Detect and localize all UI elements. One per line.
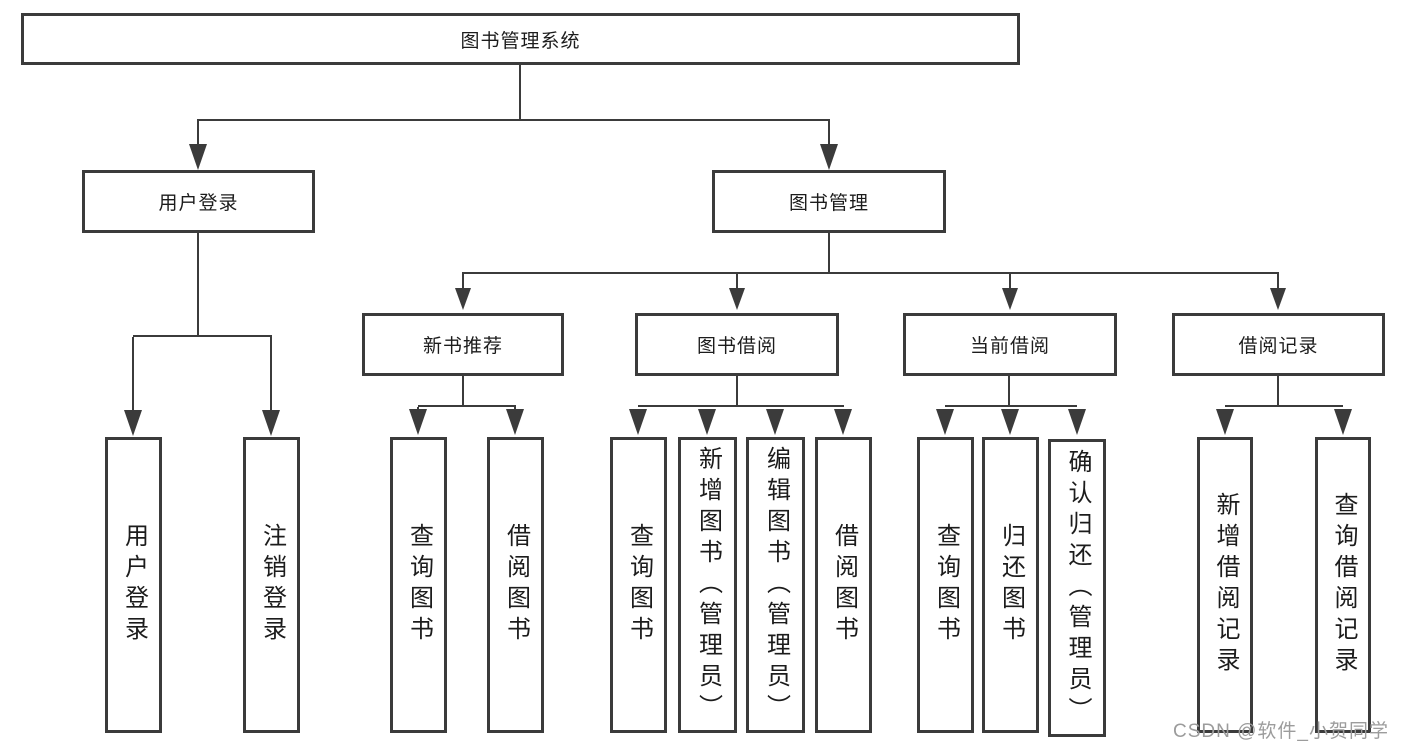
node-borrow-record: 借阅记录 xyxy=(1172,313,1385,376)
leaf-nbr-query: 查询图书 xyxy=(390,437,447,733)
arrowhead-record-icon xyxy=(1270,288,1286,310)
connector-record-branch xyxy=(1225,405,1343,407)
leaf-rec-query: 查询借阅记录 xyxy=(1315,437,1371,733)
connector-root-stem xyxy=(519,65,521,120)
leaf-rec-add: 新增借阅记录 xyxy=(1197,437,1253,733)
arrowhead-cb2-icon xyxy=(1068,409,1086,435)
node-borrow-record-label: 借阅记录 xyxy=(1238,336,1319,357)
arrowhead-newbook-icon xyxy=(455,288,471,310)
arrowhead-rec1-icon xyxy=(1334,409,1352,435)
connector-root-branch xyxy=(197,119,830,121)
node-current-borrow: 当前借阅 xyxy=(903,313,1117,376)
connector-leaf-login-drop xyxy=(132,337,134,412)
node-book-mgmt-label: 图书管理 xyxy=(788,193,869,214)
watermark: CSDN @软件_小贺同学 xyxy=(1173,721,1389,742)
arrowhead-borrow-icon xyxy=(729,288,745,310)
leaf-cb-confirm: 确认归还（管理员） xyxy=(1048,439,1106,737)
node-book-borrow: 图书借阅 xyxy=(635,313,839,376)
connector-newbook-drop xyxy=(462,274,464,290)
node-user-login-label: 用户登录 xyxy=(158,193,239,214)
leaf-cb-query-label: 查询图书 xyxy=(932,523,960,647)
leaf-login: 用户登录 xyxy=(105,437,162,733)
arrowhead-leaf-logout-icon xyxy=(262,410,280,436)
arrowhead-book-mgmt-icon xyxy=(820,144,838,170)
connector-borrow-branch xyxy=(638,405,844,407)
connector-current-branch xyxy=(945,405,1077,407)
connector-mgmt-stem xyxy=(828,233,830,273)
connector-book-mgmt-drop xyxy=(828,121,830,147)
leaf-logout-label: 注销登录 xyxy=(258,523,286,647)
leaf-bb-add: 新增图书（管理员） xyxy=(678,437,737,733)
arrowhead-nb1-icon xyxy=(506,409,524,435)
leaf-rec-add-label: 新增借阅记录 xyxy=(1212,492,1239,678)
arrowhead-bb1-icon xyxy=(698,409,716,435)
leaf-bb-add-label: 新增图书（管理员） xyxy=(694,445,722,725)
arrowhead-rec0-icon xyxy=(1216,409,1234,435)
node-newbook-rec: 新书推荐 xyxy=(362,313,564,376)
connector-leaf-logout-drop xyxy=(270,337,272,412)
connector-borrow-drop xyxy=(736,274,738,290)
node-newbook-rec-label: 新书推荐 xyxy=(422,336,503,357)
arrowhead-cb0-icon xyxy=(936,409,954,435)
leaf-bb-query: 查询图书 xyxy=(610,437,667,733)
leaf-rec-query-label: 查询借阅记录 xyxy=(1330,492,1357,678)
arrowhead-bb2-icon xyxy=(766,409,784,435)
connector-newbook-stem xyxy=(462,376,464,406)
arrowhead-bb3-icon xyxy=(834,409,852,435)
arrowhead-leaf-login-icon xyxy=(124,410,142,436)
connector-user-branch xyxy=(133,335,272,337)
connector-record-stem xyxy=(1277,376,1279,406)
leaf-cb-return: 归还图书 xyxy=(982,437,1039,733)
leaf-bb-borrow-label: 借阅图书 xyxy=(830,523,858,647)
node-book-mgmt: 图书管理 xyxy=(712,170,946,233)
leaf-bb-edit-label: 编辑图书（管理员） xyxy=(762,445,790,725)
connector-user-login-drop xyxy=(197,121,199,147)
connector-current-stem xyxy=(1008,376,1010,406)
node-user-login: 用户登录 xyxy=(82,170,315,233)
arrowhead-cb1-icon xyxy=(1001,409,1019,435)
node-book-borrow-label: 图书借阅 xyxy=(696,336,777,357)
arrowhead-user-login-icon xyxy=(189,144,207,170)
leaf-login-label: 用户登录 xyxy=(120,523,148,647)
connector-newbook-branch xyxy=(418,405,516,407)
connector-current-drop xyxy=(1009,274,1011,290)
leaf-bb-borrow: 借阅图书 xyxy=(815,437,872,733)
leaf-nbr-borrow-label: 借阅图书 xyxy=(502,523,530,647)
leaf-nbr-borrow: 借阅图书 xyxy=(487,437,544,733)
arrowhead-nb0-icon xyxy=(409,409,427,435)
connector-mgmt-branch xyxy=(462,272,1279,274)
leaf-cb-query: 查询图书 xyxy=(917,437,974,733)
leaf-logout: 注销登录 xyxy=(243,437,300,733)
leaf-bb-query-label: 查询图书 xyxy=(625,523,653,647)
connector-user-stem xyxy=(197,233,199,336)
arrowhead-bb0-icon xyxy=(629,409,647,435)
node-root: 图书管理系统 xyxy=(21,13,1020,65)
connector-borrow-stem xyxy=(736,376,738,406)
node-root-label: 图书管理系统 xyxy=(460,30,581,52)
leaf-cb-return-label: 归还图书 xyxy=(997,523,1025,647)
leaf-nbr-query-label: 查询图书 xyxy=(405,523,433,647)
connector-record-drop xyxy=(1277,274,1279,290)
leaf-bb-edit: 编辑图书（管理员） xyxy=(746,437,805,733)
leaf-cb-confirm-label: 确认归还（管理员） xyxy=(1064,448,1091,728)
node-current-borrow-label: 当前借阅 xyxy=(969,336,1050,357)
arrowhead-current-icon xyxy=(1002,288,1018,310)
